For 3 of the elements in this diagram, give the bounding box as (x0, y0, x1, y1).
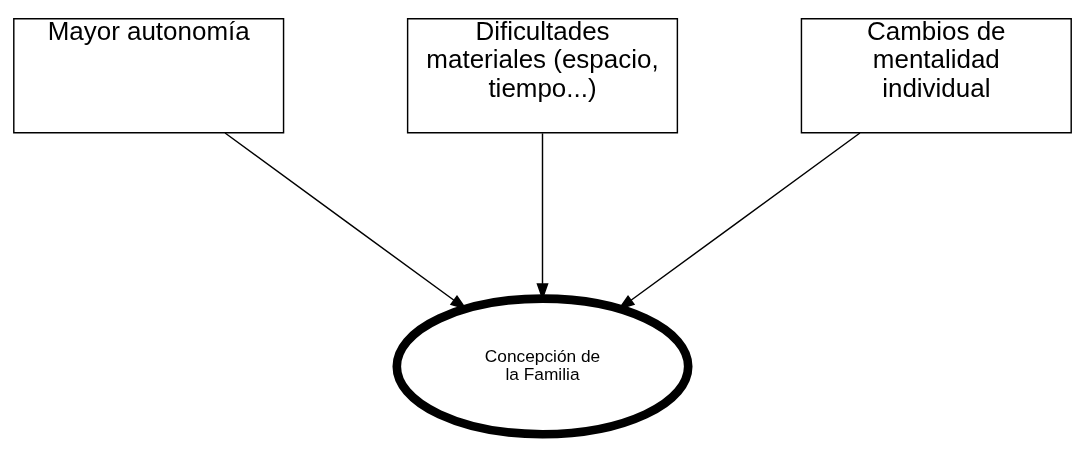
node-box: Cambios de mentalidad individual (800, 18, 1072, 134)
node-box: Mayor autonomía (13, 18, 285, 134)
node-box: Dificultades materiales (espacio, tiempo...) (406, 18, 679, 134)
